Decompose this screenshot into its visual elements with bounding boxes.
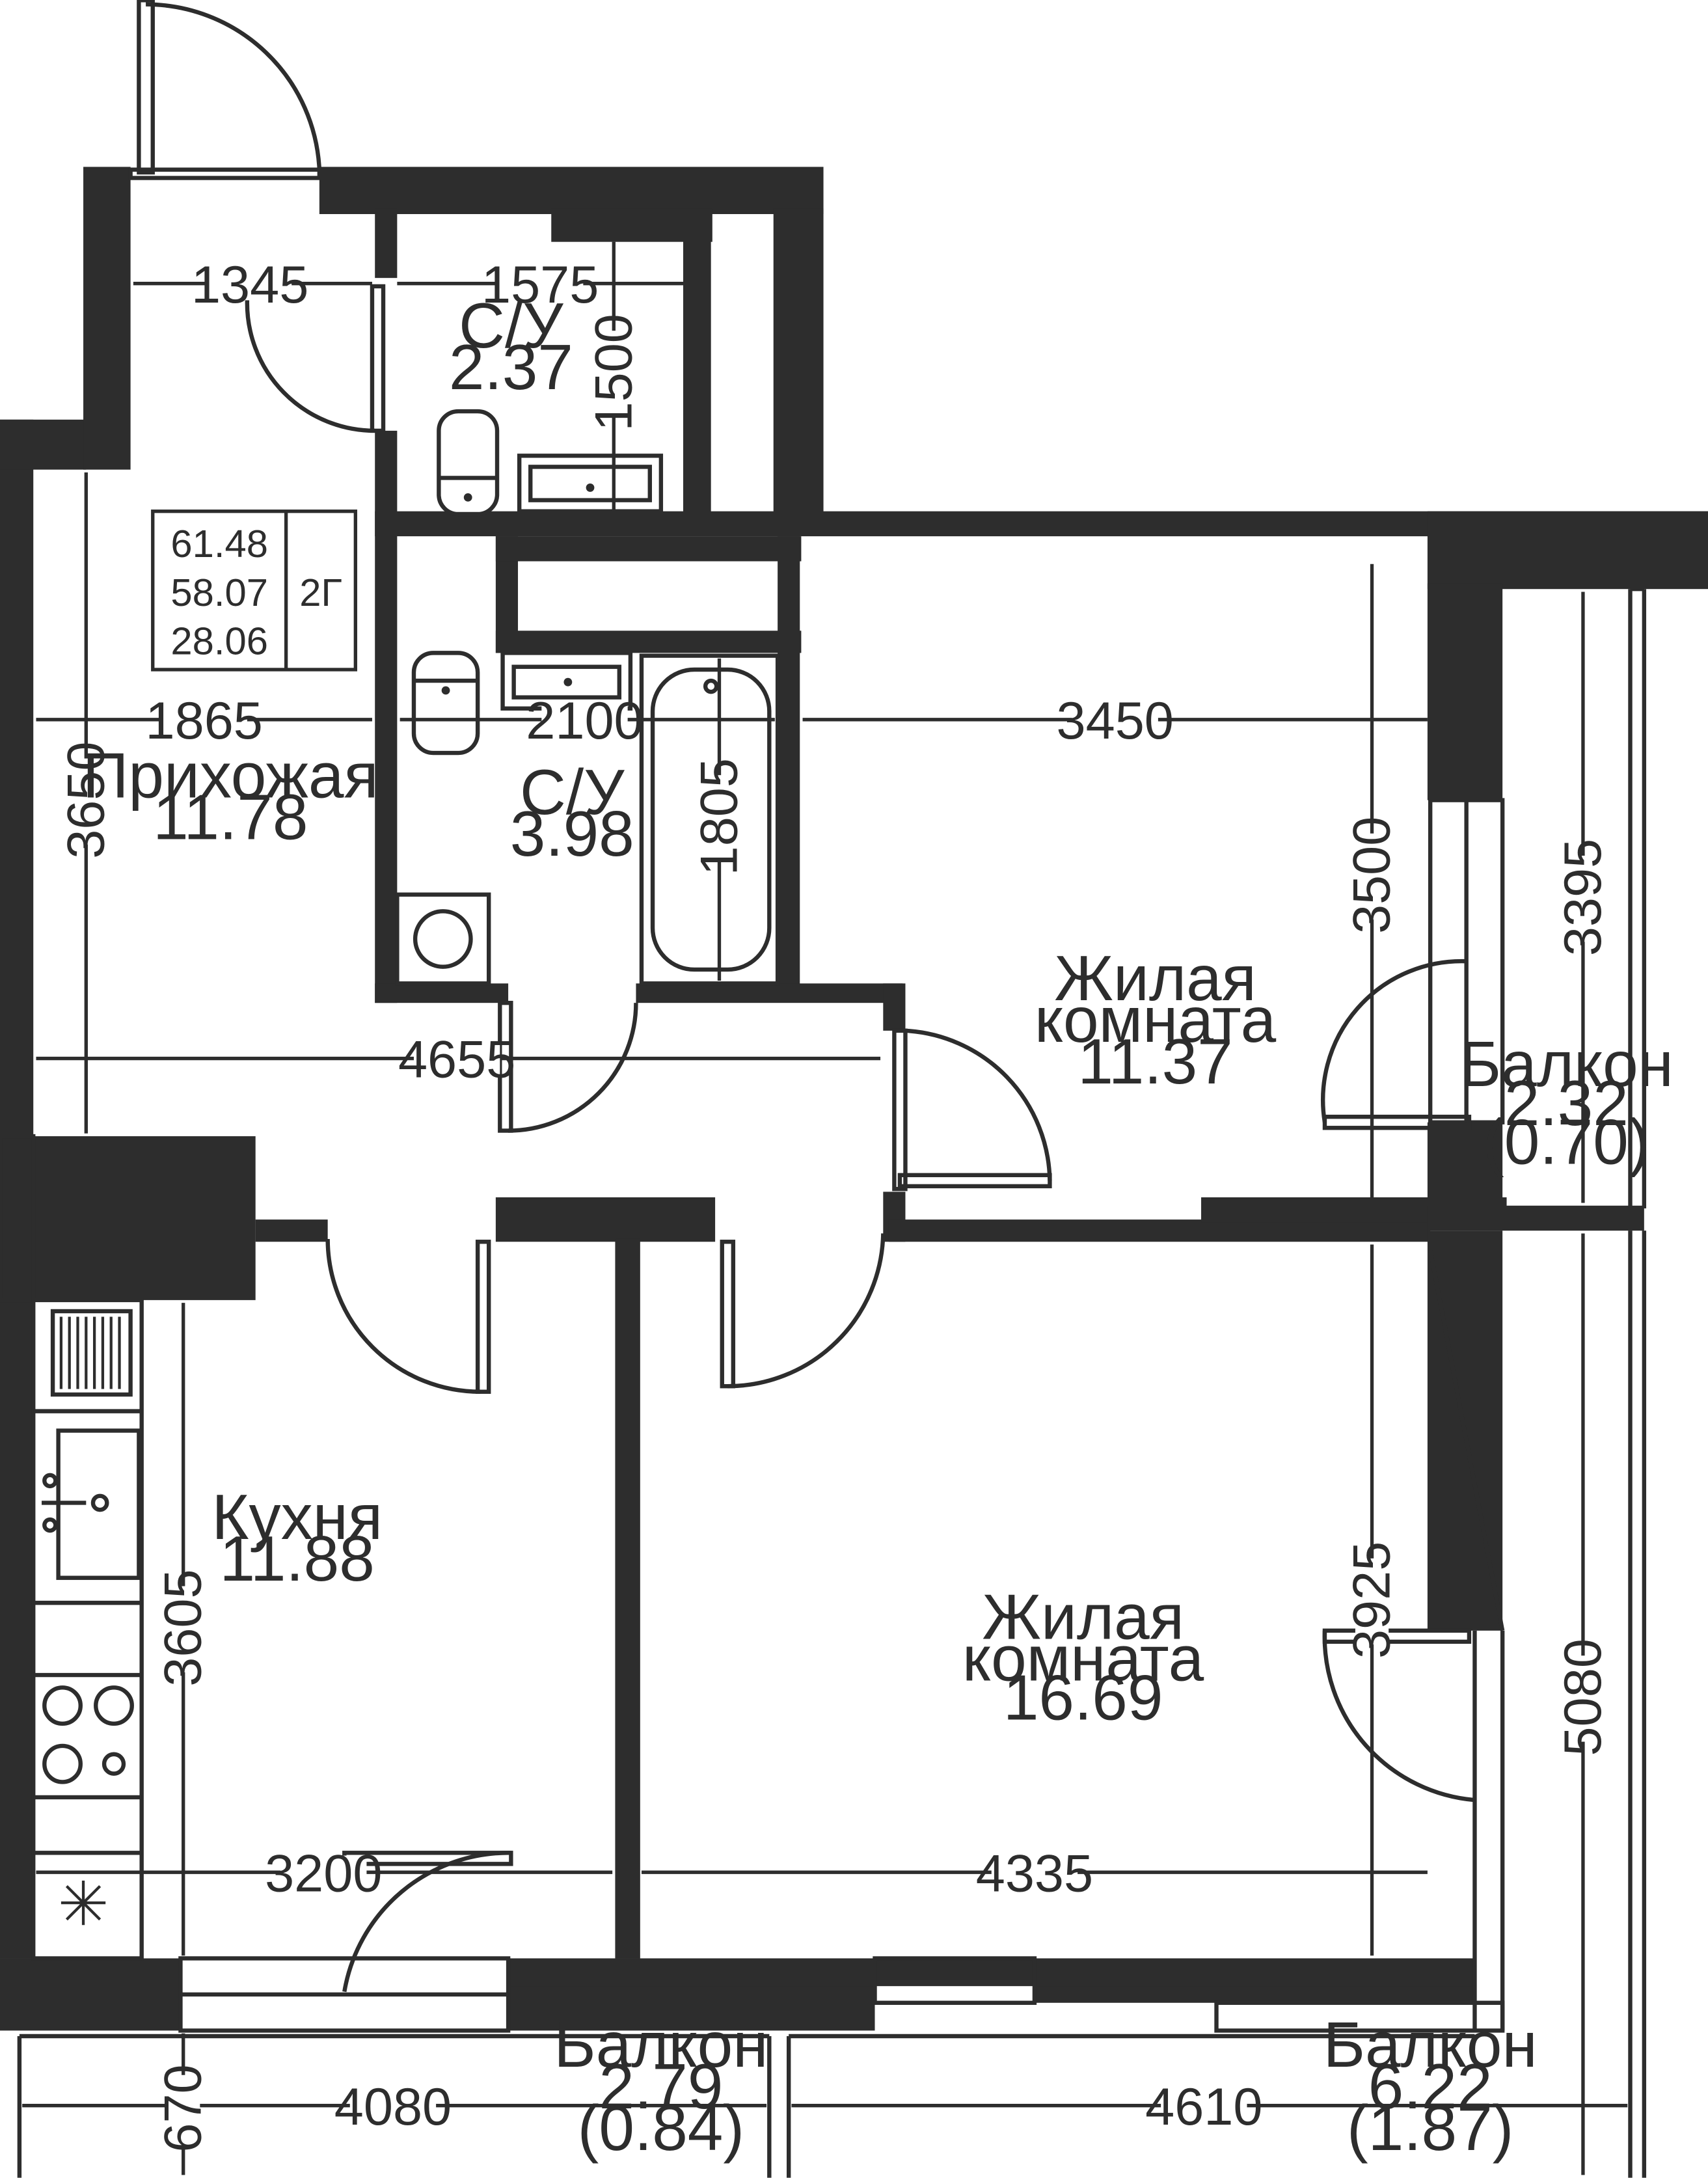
dim-bedroom1-width: 3450 <box>1057 692 1174 750</box>
stove-icon <box>42 1685 134 1784</box>
room-reduced-balcony-right: (0.70) <box>1483 1106 1649 1178</box>
dim-hall-width: 1865 <box>146 692 263 750</box>
dim-bath-small-width: 1575 <box>481 256 599 314</box>
room-area-balcony-kitchen: 2.79 <box>599 2050 723 2122</box>
dimension-labels: 1345 1575 1500 1865 2100 3450 3650 1805 … <box>57 256 1612 2153</box>
room-area-balcony-right: 2.32 <box>1504 1067 1629 1139</box>
windows-and-balcony-rails <box>0 167 1647 2178</box>
room-name-balcony-right: Балкон <box>1459 1028 1674 1100</box>
room-reduced-balcony-kitchen: (0.84) <box>578 2092 744 2164</box>
dim-bath-large-width: 2100 <box>526 692 643 750</box>
ventilation-icon <box>61 1880 106 1926</box>
room-name-bedroom1-line2: комната <box>1035 984 1277 1055</box>
room-area-bedroom2: 16.69 <box>1003 1661 1163 1733</box>
toilet-icon <box>437 409 500 517</box>
room-labels: С/У 2.37 Прихожая 11.78 С/У 3.98 Жилая к… <box>83 290 1674 2164</box>
apartment-type: 2Г <box>299 571 342 614</box>
room-area-hallway: 11.78 <box>153 781 308 852</box>
dim-kitchen-height: 3605 <box>154 1569 213 1686</box>
kitchen-sink-icon <box>42 1428 141 1580</box>
room-name-bath-large: С/У <box>520 756 625 828</box>
room-area-kitchen: 11.88 <box>220 1523 375 1594</box>
room-name-bedroom2-line1: Жилая <box>982 1581 1184 1653</box>
dim-balcony-kitchen-depth: 670 <box>154 2064 213 2152</box>
washing-machine-icon <box>395 892 491 986</box>
dim-balcony-bedroom-width: 4610 <box>1145 2078 1262 2136</box>
living-area: 28.06 <box>170 619 268 663</box>
dim-bedroom2-width: 4335 <box>976 1844 1093 1903</box>
sink-icon <box>517 454 664 513</box>
radiator-icon <box>50 1309 133 1397</box>
living-area-total: 58.07 <box>170 571 268 614</box>
dim-balcony-right-height: 3395 <box>1554 839 1612 956</box>
dim-hall-top-width: 1345 <box>191 256 308 314</box>
room-name-bedroom2-line2: комната <box>962 1623 1204 1695</box>
toilet-icon <box>411 651 480 755</box>
doors <box>137 0 1475 1993</box>
dim-kitchen-width: 3200 <box>265 1844 382 1903</box>
sink-icon <box>500 651 633 711</box>
room-name-balcony-kitchen: Балкон <box>554 2009 768 2080</box>
dim-bedroom2-height: 3925 <box>1343 1542 1402 1659</box>
room-area-bath-large: 3.98 <box>510 798 634 869</box>
room-area-bedroom1: 11.37 <box>1078 1026 1232 1097</box>
room-name-bath-small: С/У <box>459 290 563 361</box>
apartment-info-box: 61.48 58.07 28.06 2Г <box>151 510 358 672</box>
dim-balcony-bedroom-height: 5080 <box>1554 1639 1612 1756</box>
dim-bath-small-height: 1500 <box>584 314 643 431</box>
kitchen-counter <box>31 1298 144 1961</box>
room-area-balcony-bedroom: 6.22 <box>1368 2050 1493 2122</box>
dim-corridor-width: 4655 <box>398 1031 515 1089</box>
dim-hall-height: 3650 <box>57 741 115 858</box>
room-name-hallway: Прихожая <box>83 739 379 811</box>
total-area: 61.48 <box>170 522 268 565</box>
room-name-balcony-bedroom: Балкон <box>1323 2009 1538 2080</box>
room-area-bath-small: 2.37 <box>449 331 573 403</box>
room-name-kitchen: Кухня <box>211 1481 383 1553</box>
room-name-bedroom1-line1: Жилая <box>1054 942 1256 1014</box>
dim-balcony-kitchen-width: 4080 <box>334 2078 452 2136</box>
room-reduced-balcony-bedroom: (1.87) <box>1347 2092 1513 2164</box>
dim-bedroom1-height: 3500 <box>1343 817 1402 934</box>
dim-bath-large-height: 1805 <box>690 758 748 875</box>
